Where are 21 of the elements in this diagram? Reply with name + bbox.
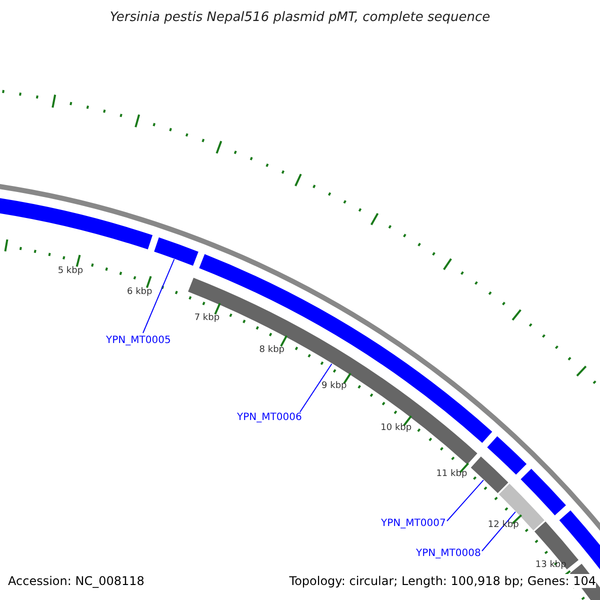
scale-label: 5 kbp — [58, 266, 84, 276]
title: Yersinia pestis Nepal516 plasmid pMT, complete sequence — [108, 10, 492, 25]
leader-line — [300, 363, 332, 412]
scale-label: 11 kbp — [436, 469, 468, 480]
scale-label: 9 kbp — [322, 381, 347, 392]
scale-label: 8 kbp — [259, 344, 285, 355]
scale-label: 6 kbp — [127, 287, 152, 298]
leader-line — [142, 258, 175, 334]
gene-arc — [470, 456, 508, 494]
scale-label: 10 kbp — [380, 423, 412, 434]
scale-label: 7 kbp — [194, 313, 220, 324]
info-text: Accession: NC_008118 — [8, 574, 144, 588]
info-text: Topology: circular; Length: 100,918 bp; Genes: 104 — [289, 574, 596, 588]
gene-label: YPN_MT0007 — [381, 518, 446, 529]
gene-label: YPN_MT0005 — [106, 335, 171, 346]
leader-line — [446, 480, 484, 522]
gene-label: YPN_MT0008 — [416, 548, 481, 559]
gene-arc — [188, 278, 478, 465]
gene-arc — [498, 484, 544, 530]
leader-line — [482, 511, 516, 552]
gene-arc — [154, 237, 198, 266]
